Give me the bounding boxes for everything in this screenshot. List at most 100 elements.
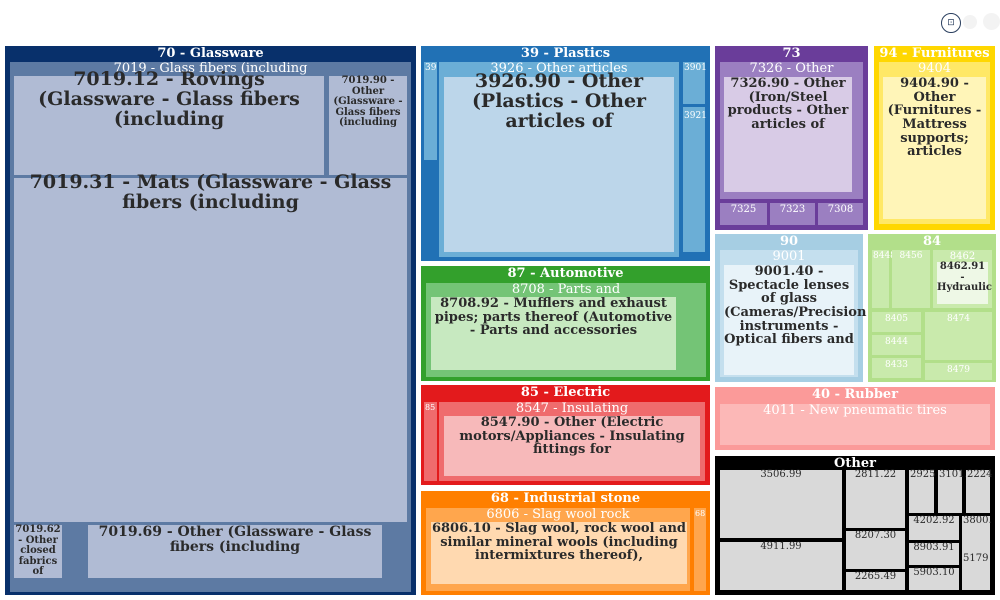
treemap-tile-label: 39 - Plastics [520, 46, 611, 61]
treemap-tile-n846291[interactable]: 8462.91 - Hydraulic [937, 261, 992, 304]
treemap-tile-label: 8444 [885, 337, 908, 347]
treemap-tile-e854790[interactable]: 8547.90 - Other (Electric motors/Applian… [444, 416, 700, 476]
treemap-mode-icon[interactable]: ⊡ [941, 13, 961, 33]
treemap-tile-label: 2925 [910, 469, 936, 480]
treemap-tile-x281122[interactable]: 2811.22 [846, 469, 905, 528]
treemap-tile-n8474[interactable]: 8474 [925, 312, 992, 360]
treemap-tile-label: 8433 [885, 360, 908, 370]
treemap-tile-label: 73 [782, 46, 801, 61]
treemap-tile-label: 9404 [917, 61, 952, 76]
treemap-tile-label: 94 - Furnitures [879, 46, 990, 61]
treemap-tile-label: 7323 [779, 204, 806, 215]
treemap-tile-label: 3506.99 [760, 469, 802, 480]
treemap-tile-x420292[interactable]: 4202.92 [909, 515, 959, 540]
treemap-tile-label: 7308 [827, 204, 854, 215]
treemap-tile-label: 8547 - Insulating [515, 401, 629, 416]
treemap-tile-m732690[interactable]: 7326.90 - Other (Iron/Steel products - O… [724, 77, 852, 192]
treemap-tile-f940490[interactable]: 9404.90 - Other (Furnitures - Mattress s… [883, 77, 986, 219]
treemap-tile-label: 3926.90 - Other (Plastics - Other articl… [471, 70, 647, 132]
treemap-tile-m7325[interactable]: 7325 [720, 203, 767, 225]
treemap-tile-p39xx[interactable]: 39 [424, 62, 437, 160]
treemap-tile-x491199[interactable]: 4911.99 [720, 541, 842, 590]
treemap-tile-label: 40 - Rubber [811, 387, 899, 402]
treemap-tile-label: 9001.40 - Spectacle lenses of glass (Cam… [724, 264, 867, 348]
treemap-tile-label: 2224 [967, 469, 993, 480]
treemap-tile-p3921[interactable]: 3921 [683, 107, 707, 252]
treemap-tile-label: 3901 [684, 63, 707, 73]
treemap-tile-label: 8207.30 [854, 530, 897, 541]
treemap-tile-label: 5179 [963, 553, 989, 564]
treemap-tile-label: 6806.10 - Slag wool, rock wool and simil… [431, 521, 687, 564]
treemap-tile-label: 4011 - New pneumatic tires [763, 403, 947, 418]
treemap-tile-label: 39 [425, 63, 437, 73]
treemap-tile-label: 68 - Industrial stone [490, 491, 641, 506]
treemap-tile-m7308[interactable]: 7308 [818, 203, 863, 225]
treemap-tile-g701962[interactable]: 7019.62 - Other closed fabrics of [14, 524, 62, 578]
treemap-tile-x350699[interactable]: 3506.99 [720, 469, 842, 538]
treemap-tile-label: 7326.90 - Other (Iron/Steel products - O… [727, 76, 849, 132]
treemap-tile-label: 8708 - Parts and [511, 282, 621, 297]
treemap-tile-p392690[interactable]: 3926.90 - Other (Plastics - Other articl… [444, 71, 674, 252]
treemap-tile-n8433[interactable]: 8433 [872, 358, 921, 378]
treemap-tile-label: 8708.92 - Mufflers and exhaust pipes; pa… [434, 296, 673, 339]
treemap-tile-x2224[interactable]: 2224 [966, 469, 993, 513]
treemap-tile-m7323[interactable]: 7323 [770, 203, 815, 225]
treemap-tile-label: 7019.12 - Rovings (Glassware - Glass fib… [38, 68, 300, 130]
treemap-tile-n8444[interactable]: 8444 [872, 335, 921, 355]
treemap-tile-label: 3926 - Other articles [490, 61, 628, 76]
treemap-tile-label: 4202.92 [913, 515, 955, 526]
treemap-tile-label: 8462 [949, 251, 976, 262]
treemap-tile-label: 9001 [772, 249, 806, 264]
treemap-tile-label: 7325 [730, 204, 757, 215]
treemap-tile-g701912[interactable]: 7019.12 - Rovings (Glassware - Glass fib… [14, 69, 324, 175]
treemap-tile-x890391[interactable]: 8903.91 [909, 542, 959, 565]
treemap-tile-label: 90 [779, 234, 799, 249]
treemap-tile-label: 7019 - Glass fibers (including [113, 61, 308, 76]
treemap-tile-label: 85 - Electric [520, 385, 611, 400]
treemap-tile-x226549[interactable]: 2265.49 [846, 571, 905, 590]
treemap-tile-label: 8405 [885, 314, 908, 324]
treemap-tile-label: 7019.31 - Mats (Glassware - Glass fibers… [29, 171, 392, 213]
treemap-tile-label: 5903.10 [913, 567, 955, 578]
treemap-tile-label: 8547.90 - Other (Electric motors/Applian… [459, 415, 685, 458]
treemap-tile-label: 3921 [684, 111, 707, 121]
toolbar-ghost-icon-2[interactable] [983, 13, 1000, 30]
treemap-tile-n8479[interactable]: 8479 [925, 363, 992, 380]
treemap-tile-x3101[interactable]: 3101. [938, 469, 968, 513]
treemap-tile-label: 3800. [963, 515, 992, 526]
treemap-tile-x5179[interactable]: 5179 [962, 553, 990, 590]
treemap-tile-label: 8462.91 - Hydraulic [937, 261, 992, 293]
treemap-tile-r4011[interactable]: 4011 - New pneumatic tires [720, 404, 990, 445]
treemap-tile-x2925[interactable]: 2925 [909, 469, 936, 513]
treemap-tile-label: 8448 [873, 251, 896, 261]
treemap-tile-label: 6806 - Slag wool rock [486, 507, 630, 522]
mode-icon-glyph: ⊡ [947, 18, 955, 28]
treemap-tile-label: 85 [425, 403, 436, 412]
treemap-tile-label: 68 [695, 509, 706, 518]
treemap-tile-x590310[interactable]: 5903.10 [909, 567, 959, 590]
treemap-tile-label: 4911.99 [760, 541, 802, 552]
treemap-tile-n8456[interactable]: 8456 [892, 250, 930, 308]
treemap-tile-label: 7019.62 - Other closed fabrics of [15, 524, 61, 577]
treemap-tile-label: 7019.90 - Other (Glassware - Glass fiber… [333, 75, 403, 128]
treemap-tile-o900140[interactable]: 9001.40 - Spectacle lenses of glass (Cam… [724, 264, 867, 375]
treemap-tile-s680610[interactable]: 6806.10 - Slag wool, rock wool and simil… [431, 522, 687, 584]
treemap-tile-g701990[interactable]: 7019.90 - Other (Glassware - Glass fiber… [329, 75, 407, 175]
toolbar-ghost-icon[interactable] [963, 15, 977, 29]
treemap-tile-g701931[interactable]: 7019.31 - Mats (Glassware - Glass fibers… [14, 172, 407, 522]
treemap-tile-label: 8903.91 [913, 542, 955, 553]
treemap-tile-s68xx[interactable]: 68 [694, 508, 706, 591]
treemap-tile-label: 7019.69 - Other (Glassware - Glass fiber… [98, 524, 372, 555]
treemap-tile-label: 2811.22 [854, 469, 897, 480]
treemap-tile-label: 7326 - Other [749, 61, 834, 76]
treemap-tile-n8448[interactable]: 8448 [872, 250, 896, 308]
treemap-tile-label: 70 - Glassware [157, 46, 264, 61]
treemap-tile-g701969[interactable]: 7019.69 - Other (Glassware - Glass fiber… [88, 525, 382, 578]
treemap-tile-a870892[interactable]: 8708.92 - Mufflers and exhaust pipes; pa… [431, 297, 676, 370]
treemap-tile-e85xx[interactable]: 85 [424, 402, 437, 481]
treemap-tile-label: 2265.49 [854, 571, 897, 582]
treemap-tile-p3901[interactable]: 3901 [683, 62, 707, 104]
treemap-tile-label: 8479 [947, 365, 970, 375]
treemap-tile-x820730[interactable]: 8207.30 [846, 530, 905, 569]
treemap-tile-n8405[interactable]: 8405 [872, 312, 921, 332]
